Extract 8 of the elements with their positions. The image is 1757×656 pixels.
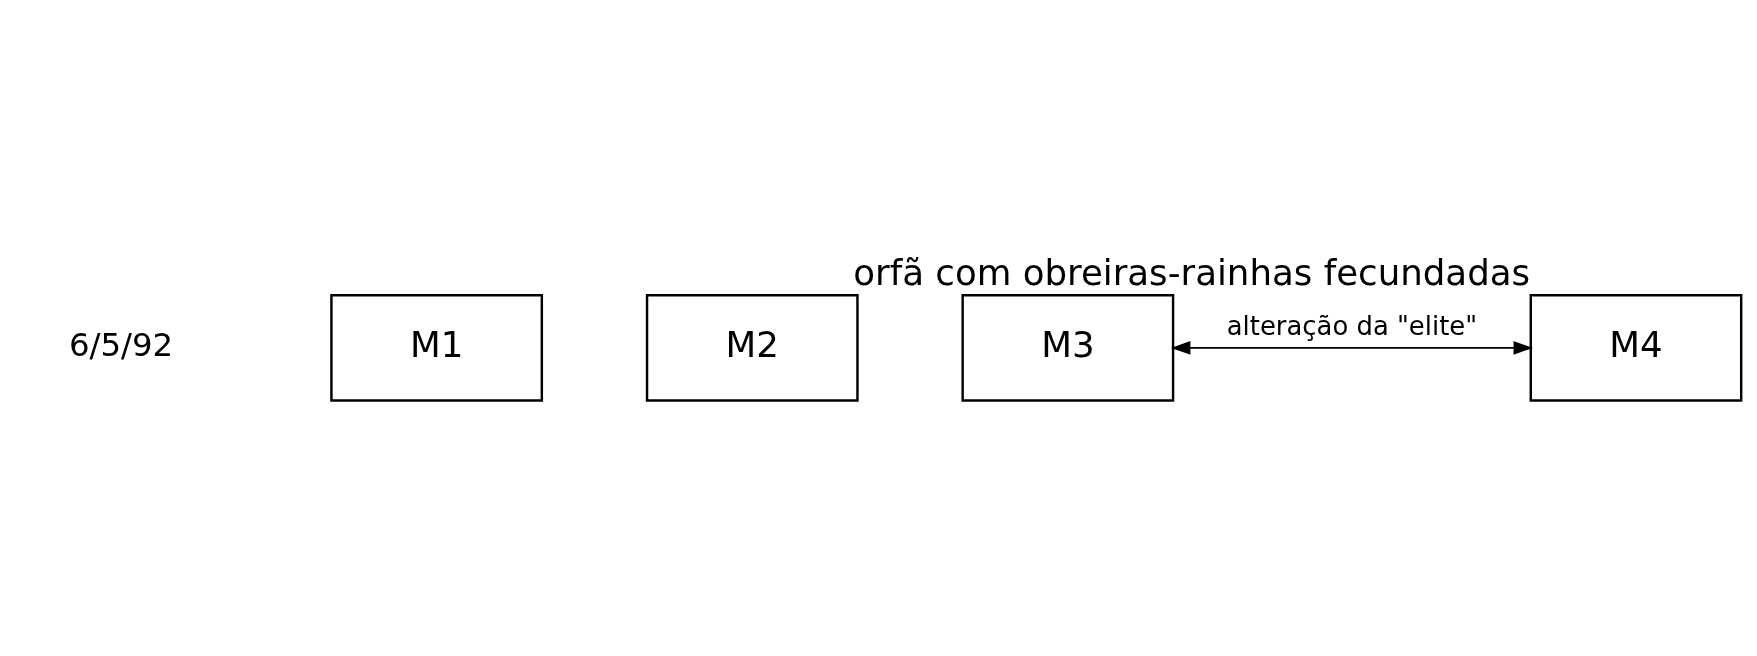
node-label: orfã com obreiras-rainhas fecundadas xyxy=(853,251,1531,293)
node-box: M2 xyxy=(645,293,859,402)
label: 6/5/92 xyxy=(68,325,174,364)
node-box: M4 xyxy=(1529,293,1743,402)
node-box: M1 xyxy=(330,293,544,402)
node-box: M3 xyxy=(961,293,1175,402)
arrow xyxy=(1170,340,1533,355)
edge-label: alteração da "elite" xyxy=(1226,310,1478,341)
